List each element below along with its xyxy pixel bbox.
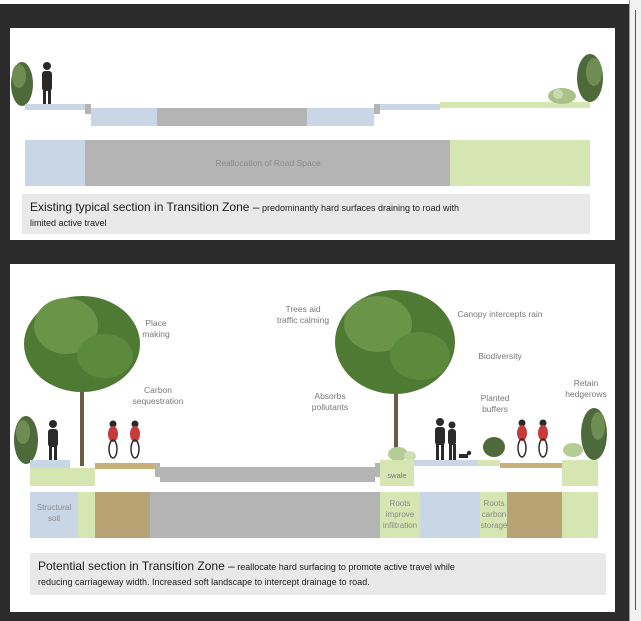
annotation-place-making-2: making bbox=[142, 329, 170, 339]
potential-caption-desc-2: reducing carriageway width. Increased so… bbox=[38, 577, 370, 587]
potential-ground-strip bbox=[30, 492, 598, 538]
existing-section-caption: Existing typical section in Transition Z… bbox=[22, 194, 590, 234]
right-shrub-icon bbox=[563, 443, 583, 457]
existing-cross-section bbox=[25, 102, 590, 126]
road-space-label: Reallocation of Road Space bbox=[215, 158, 321, 168]
roots-carbon-label-3: storage bbox=[481, 521, 508, 530]
cyclist-icon bbox=[108, 420, 118, 459]
annotation-planted-2: buffers bbox=[482, 404, 508, 414]
annotation-trees-aid-2: traffic calming bbox=[277, 315, 330, 325]
annotation-retain-2: hedgerows bbox=[565, 389, 607, 399]
swale-plants-icon bbox=[388, 447, 416, 461]
annotation-retain-1: Retain bbox=[574, 378, 599, 388]
left-hedge-icon bbox=[11, 62, 33, 106]
roots-infiltration-label-2: improve bbox=[386, 510, 415, 519]
cyclist-icon bbox=[517, 419, 527, 458]
potential-cross-section bbox=[30, 460, 598, 486]
roots-carbon-label-2: carbon bbox=[482, 510, 506, 519]
dog-icon bbox=[459, 450, 472, 458]
potential-caption-desc-1: reallocate hard surfacing to promote act… bbox=[234, 562, 455, 572]
annotation-absorbs-1: Absorbs bbox=[314, 391, 345, 401]
potential-section-caption: Potential section in Transition Zone – r… bbox=[30, 553, 606, 595]
pedestrian-icon bbox=[48, 420, 58, 460]
existing-section-drawing: Reallocation of Road Space bbox=[11, 54, 603, 186]
annotation-canopy: Canopy intercepts rain bbox=[457, 309, 542, 319]
annotation-carbon-1: Carbon bbox=[144, 385, 172, 395]
annotation-place-making-1: Place bbox=[145, 318, 167, 328]
couple-walking-icon bbox=[435, 418, 456, 460]
existing-caption-desc-1: predominantly hard surfaces draining to … bbox=[259, 203, 460, 213]
cyclist-icon bbox=[130, 420, 140, 459]
right-shrub-icon bbox=[548, 88, 576, 104]
right-tree-icon bbox=[577, 54, 603, 102]
structural-soil-label-1: Structural bbox=[37, 503, 71, 512]
annotation-carbon-2: sequestration bbox=[132, 396, 183, 406]
roots-infiltration-label-3: infiltration bbox=[383, 521, 417, 530]
structural-soil-label-2: soil bbox=[48, 514, 60, 523]
annotation-swale: swale bbox=[387, 471, 406, 480]
annotation-absorbs-2: pollutants bbox=[312, 402, 348, 412]
roots-carbon-label-1: Roots bbox=[484, 499, 505, 508]
existing-caption-desc-2: limited active travel bbox=[30, 218, 107, 228]
roots-infiltration-label-1: Roots bbox=[390, 499, 411, 508]
right-street-tree-icon bbox=[335, 290, 455, 464]
right-hedge-icon bbox=[581, 408, 607, 460]
existing-ground-strip bbox=[25, 140, 590, 186]
pedestrian-icon bbox=[42, 62, 52, 104]
potential-section-drawing: Place making Carbon sequestration Trees … bbox=[14, 290, 607, 538]
cyclist-icon bbox=[538, 419, 548, 458]
potential-caption-title: Potential section in Transition Zone – bbox=[38, 559, 235, 573]
buffer-shrub-icon bbox=[483, 437, 505, 457]
annotation-trees-aid-1: Trees aid bbox=[285, 304, 320, 314]
left-hedge-icon bbox=[14, 416, 38, 464]
vertical-scrollbar[interactable] bbox=[629, 0, 641, 621]
annotation-biodiversity: Biodiversity bbox=[478, 351, 522, 361]
left-street-tree-icon bbox=[24, 296, 140, 466]
annotation-planted-1: Planted bbox=[481, 393, 510, 403]
scrollbar-track bbox=[635, 10, 636, 610]
existing-caption-title: Existing typical section in Transition Z… bbox=[30, 200, 260, 214]
